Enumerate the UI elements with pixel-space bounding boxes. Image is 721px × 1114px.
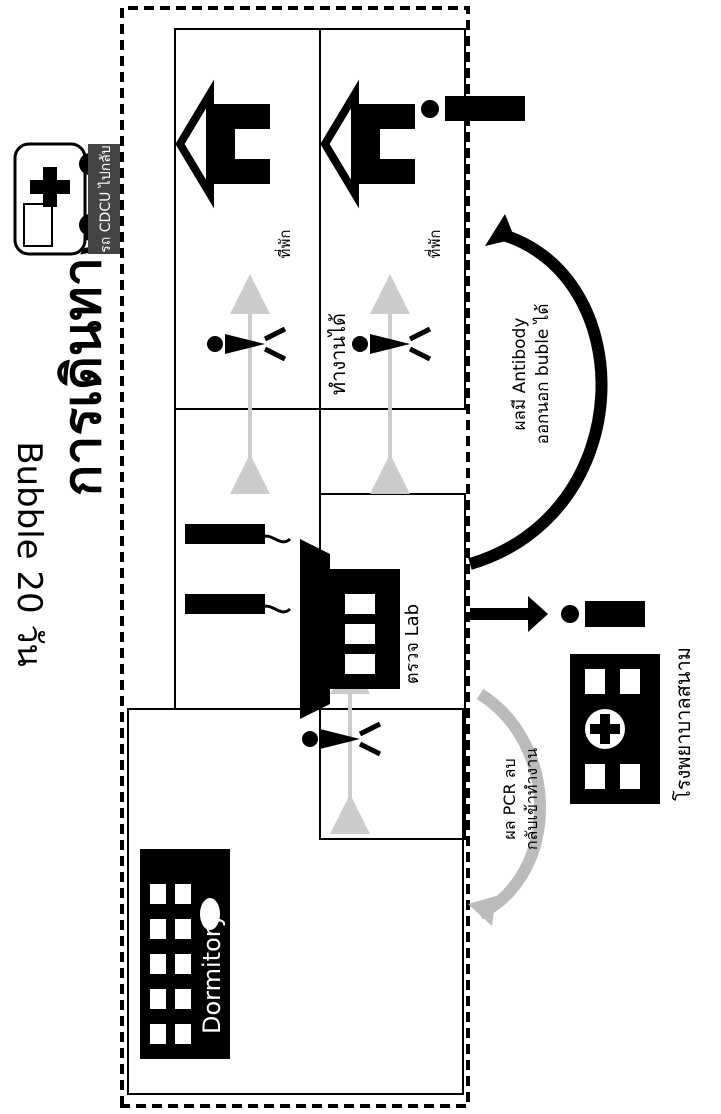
accommodation-zone-upper (174, 28, 321, 410)
vehicle-label: รถ CDCU ไปกลับ (97, 145, 114, 252)
walking-person-lower-icon (352, 326, 432, 362)
workplace-zone (174, 408, 321, 710)
bubble-boundary (120, 6, 470, 1108)
antibody-arrow (468, 228, 608, 570)
dormitory-label: Dormitory (198, 913, 226, 1034)
walking-person-upper-icon (207, 326, 287, 362)
standing-person-icon (421, 96, 525, 121)
accommodation-label-upper: ที่พัก (274, 230, 294, 259)
hospital-building-icon (570, 654, 660, 804)
accommodation-label-lower: ที่พัก (424, 230, 444, 259)
lab-building-icon (300, 539, 400, 719)
dormitory-building-icon (140, 849, 230, 1059)
house-icon-upper (175, 79, 270, 209)
bubble-subtitle: Bubble 20 วัน (9, 441, 49, 667)
hospital-label: โรงพยาบาลสนาม (671, 647, 695, 801)
hospital-person-icon (561, 601, 645, 627)
pcr-text-line1: ผล PCR ลบ (500, 758, 519, 839)
diagram-title: การเดินทาง (53, 232, 113, 497)
pcr-arrow (476, 688, 546, 920)
work-label: ทำงานได้ (326, 313, 350, 395)
antibody-text-line1: ผลมี Antibody (510, 318, 530, 431)
lab-label: ตรวจ Lab (402, 604, 423, 684)
factory-icon (185, 524, 292, 614)
house-icon-lower (320, 79, 415, 209)
antibody-text-line2: ออกนอก buble ได้ (532, 304, 553, 445)
pcr-text-line2: กลับเข้าทำงาน (522, 748, 541, 850)
ambulance-icon (13, 142, 101, 256)
walking-person-icon (302, 721, 382, 757)
